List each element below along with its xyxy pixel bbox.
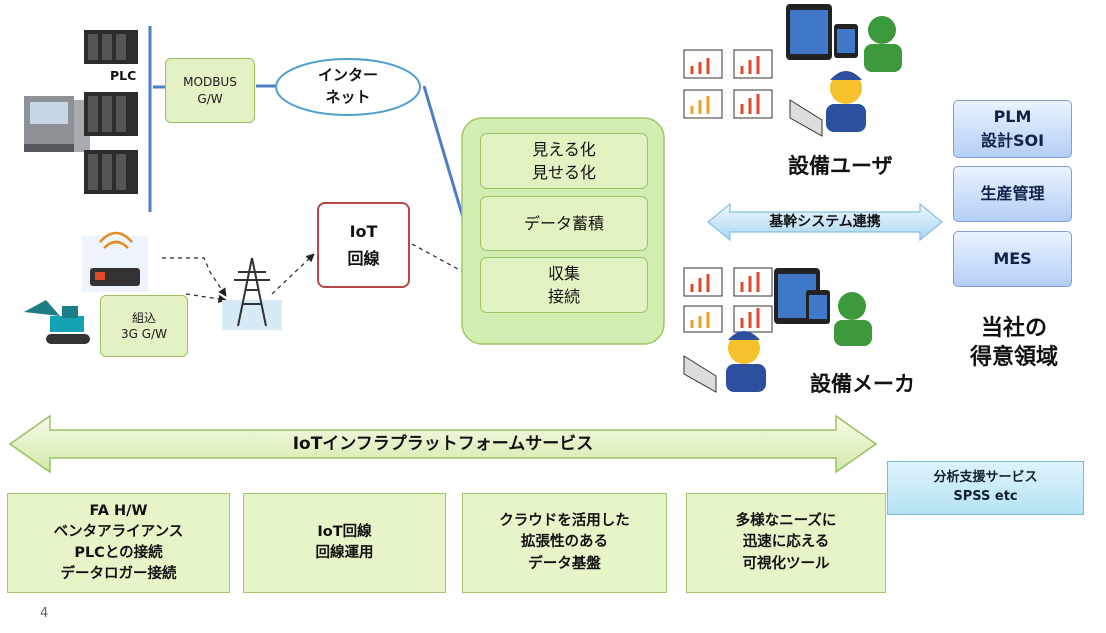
viz-line1: 多様なニーズに: [735, 513, 837, 530]
server-rack-icon: [84, 30, 138, 64]
fa-line2: ベンタアライアンス: [53, 523, 184, 540]
cloud-data-card: クラウドを活用した 拡張性のある データ基盤: [462, 493, 667, 593]
fa-line3: PLCとの接続: [74, 545, 163, 561]
internet-line2: ネット: [325, 88, 371, 106]
data-storage-line1: データ蓄積: [523, 213, 604, 233]
transmission-tower-icon: [222, 257, 282, 330]
viz-line2: 迅速に応える: [742, 534, 830, 551]
core-link-label: 基幹システム連携: [769, 214, 881, 230]
internet-line1: インター: [317, 66, 378, 85]
internet-cloud: [275, 58, 421, 116]
user-laptop-icon: [683, 331, 766, 393]
embedded-gateway-box: 組込 3G G/W: [100, 295, 188, 357]
fa-line1: FA H/W: [89, 502, 148, 519]
gw-to-tower-arrow: [185, 293, 227, 304]
iot-line-line2: 回線: [347, 249, 380, 268]
embedded-gw-line1: 組込: [131, 310, 156, 325]
monitor-chart-icon: [683, 49, 773, 119]
wireless-sensor-icon: [82, 231, 148, 292]
iot-card-line1: IoT回線: [317, 523, 372, 540]
iot-line-card: IoT回線 回線運用: [243, 493, 446, 593]
core-link-arrow: [707, 202, 943, 242]
collection-box: 収集 接続: [480, 257, 648, 313]
equipment-user-label: 設備ユーザ: [788, 154, 893, 178]
analysis-line1: 分析支援サービス: [933, 470, 1038, 486]
iot-line-line1: IoT: [349, 221, 378, 241]
worker-icon: [864, 16, 902, 72]
worker-icon: [834, 292, 872, 346]
iot-line-box: IoT 回線: [317, 202, 410, 288]
visualization-line2: 見せる化: [531, 163, 596, 182]
collection-line2: 接続: [547, 287, 580, 306]
analysis-line2: SPSS etc: [953, 489, 1018, 504]
visualization-tool-card: 多様なニーズに 迅速に応える 可視化ツール: [686, 493, 886, 593]
visualization-box: 見える化 見せる化: [480, 133, 648, 189]
collection-line1: 収集: [547, 263, 580, 283]
our-domain-label: 当社の 得意領域: [950, 312, 1078, 376]
iot-card-line2: 回線運用: [315, 545, 374, 561]
platform-service-label: IoTインフラプラットフォームサービス: [292, 434, 594, 454]
plm-line1: PLM: [993, 107, 1032, 126]
monitor-chart-icon: [683, 267, 773, 333]
internet-label: インター ネット: [280, 62, 416, 112]
platform-service-arrow: [8, 414, 878, 474]
our-domain-line1: 当社の: [980, 316, 1047, 342]
modbus-line1: MODBUS: [183, 75, 237, 90]
excavator-icon: [24, 300, 90, 344]
fa-hardware-card: FA H/W ベンタアライアンス PLCとの接続 データロガー接続: [7, 493, 230, 593]
user-laptop-icon: [789, 71, 866, 137]
plc-label: PLC: [110, 68, 137, 83]
production-mgmt-box: 生産管理: [953, 166, 1072, 222]
our-domain-line2: 得意領域: [969, 345, 1058, 370]
tablet-icon: [786, 4, 858, 60]
mes-line1: MES: [993, 249, 1032, 268]
viz-line3: 可視化ツール: [742, 555, 830, 572]
cloud-line2: 拡張性のある: [521, 534, 608, 551]
page-number: 4: [40, 606, 49, 621]
tablet-icon: [774, 268, 830, 324]
cloud-line1: クラウドを活用した: [499, 513, 630, 530]
embedded-gw-line2: 3G G/W: [121, 327, 167, 341]
plm-line2: 設計SOI: [980, 131, 1045, 150]
modbus-line2: G/W: [197, 91, 223, 106]
equipment-maker-label: 設備メーカ: [810, 372, 915, 396]
fa-line4: データロガー接続: [60, 566, 177, 583]
sensor-to-tower-arrow: [162, 257, 227, 297]
mes-box: MES: [953, 231, 1072, 287]
cloud-line3: データ基盤: [528, 555, 601, 572]
server-rack-icon: [84, 92, 138, 136]
tower-to-iot-arrow: [271, 253, 315, 295]
modbus-gateway-box: MODBUS G/W: [165, 58, 255, 123]
analysis-service-box: 分析支援サービス SPSS etc: [887, 461, 1084, 515]
data-storage-box: データ蓄積: [480, 196, 648, 251]
server-rack-icon: [84, 150, 138, 194]
plm-box: PLM 設計SOI: [953, 100, 1072, 158]
production-mgmt-line1: 生産管理: [980, 184, 1045, 203]
factory-machine-icon: [24, 96, 90, 152]
visualization-line1: 見える化: [532, 139, 596, 159]
